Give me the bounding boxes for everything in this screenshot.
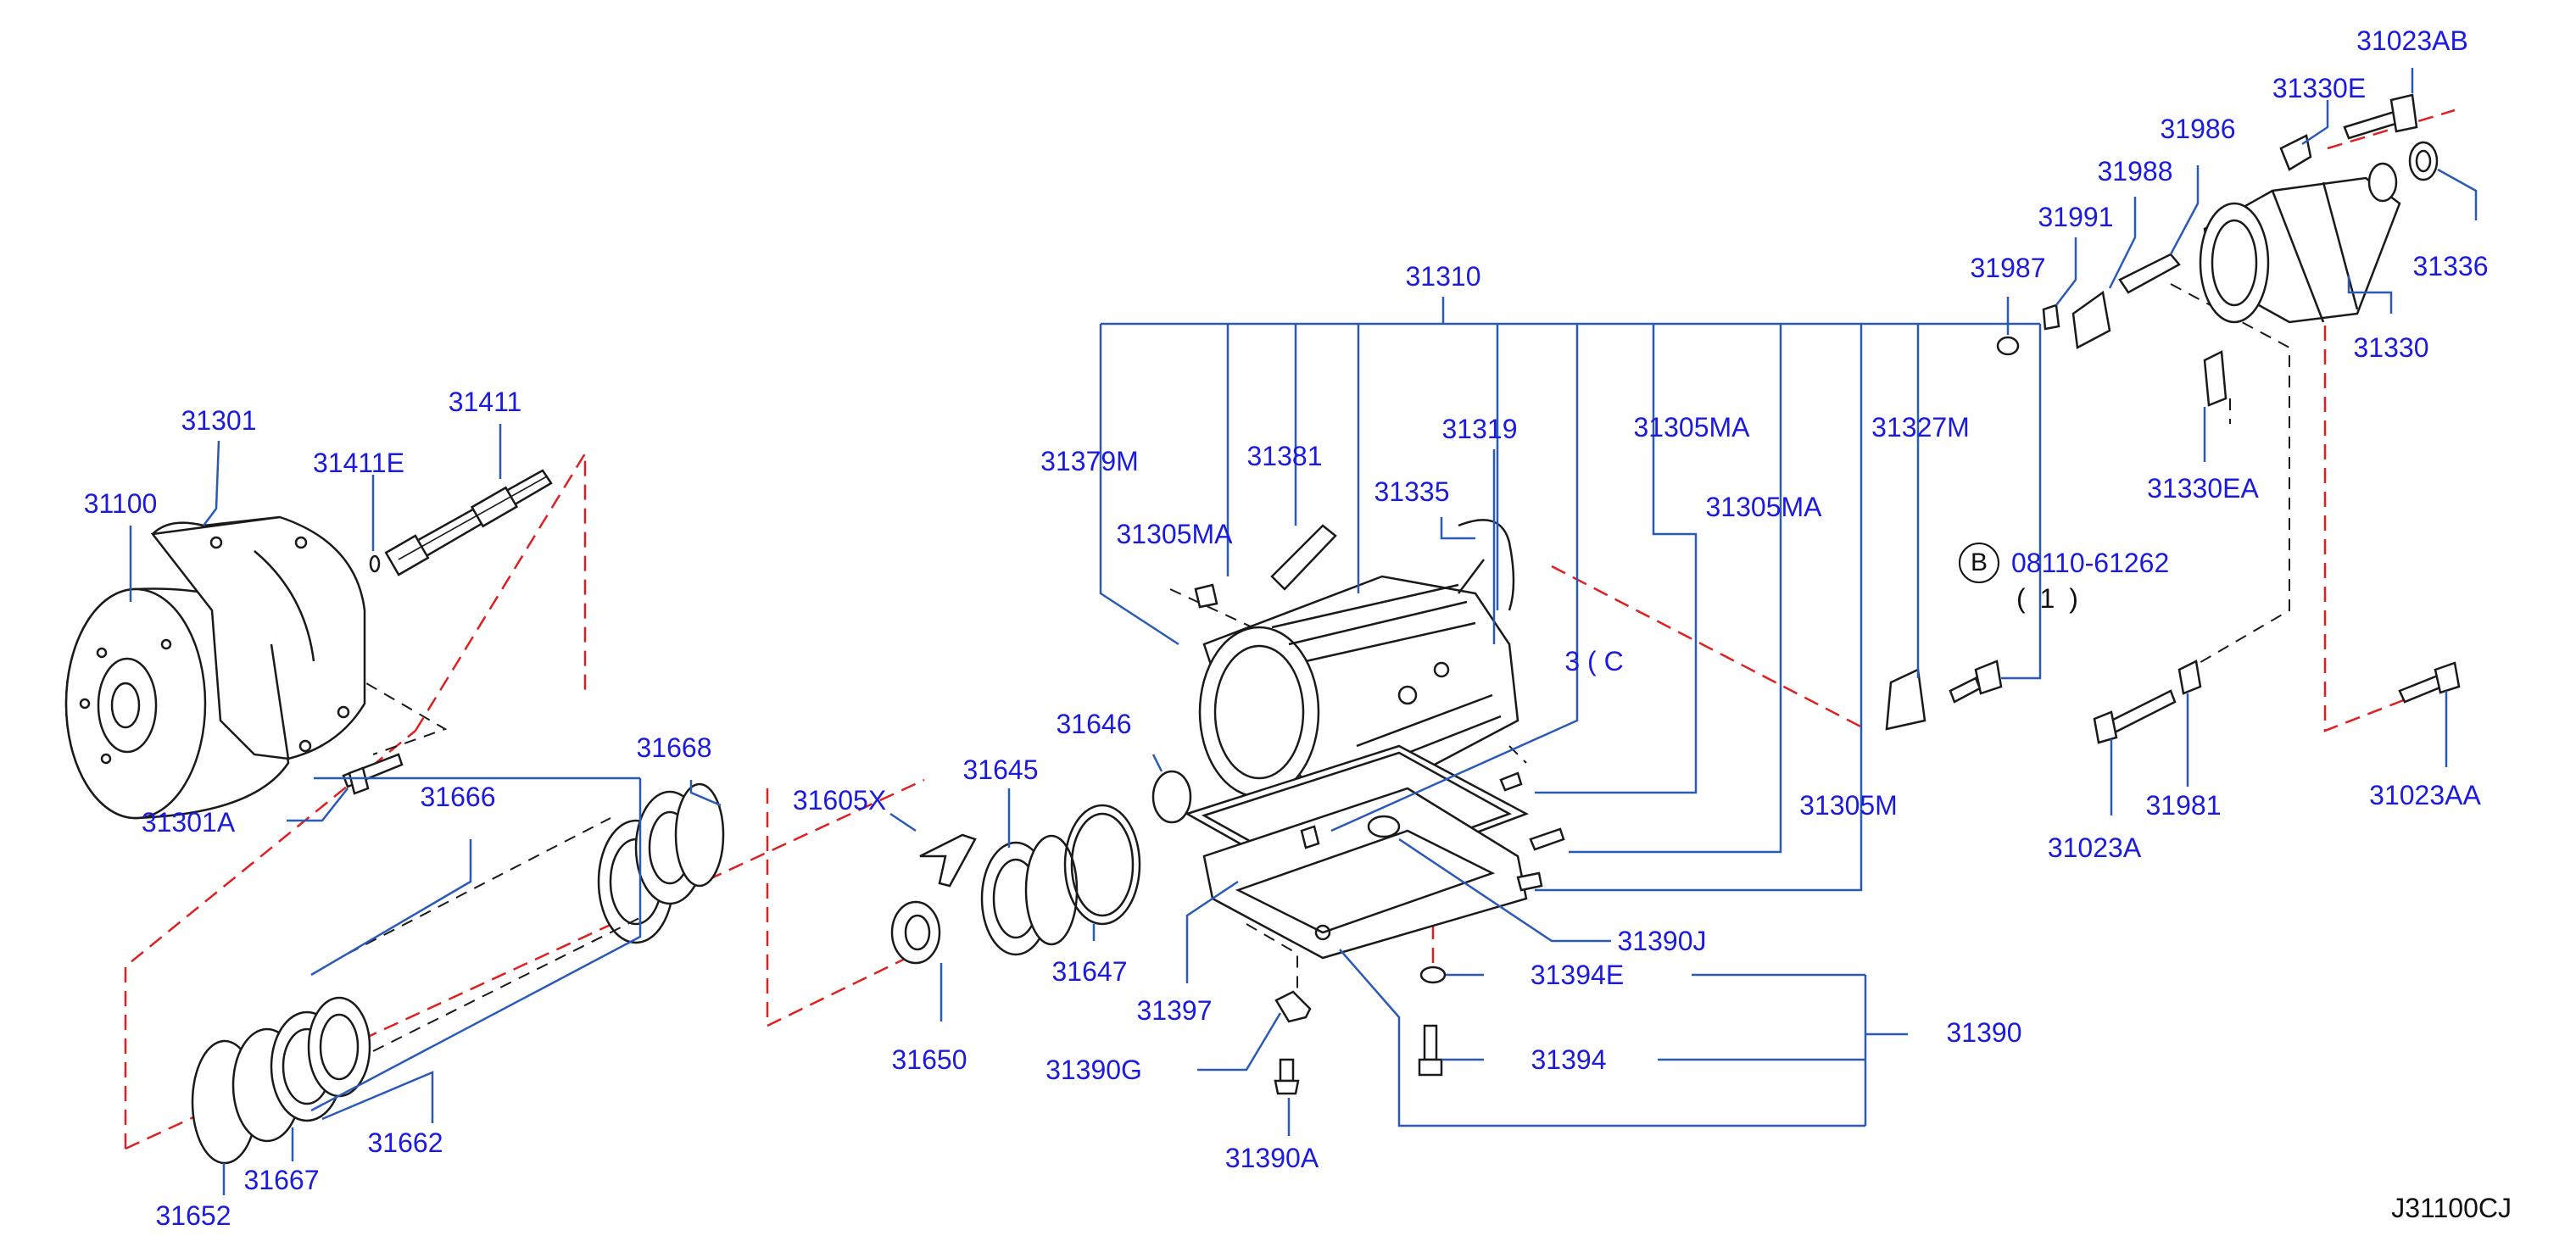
label-31390A[interactable]: 31390A (1224, 1143, 1319, 1173)
label-31981[interactable]: 31981 (2145, 790, 2222, 821)
bolt-31301A[interactable] (342, 753, 404, 795)
label-31023AB[interactable]: 31023AB (2356, 25, 2468, 56)
drain-plug-31394[interactable] (1418, 1024, 1443, 1077)
label-31390[interactable]: 31390 (1946, 1017, 2022, 1048)
label-31667[interactable]: 31667 (243, 1165, 320, 1195)
label-31335[interactable]: 31335 (1374, 476, 1450, 507)
seal-31650[interactable] (890, 900, 941, 965)
label-31301[interactable]: 31301 (181, 405, 257, 436)
hose-31381[interactable] (1270, 524, 1337, 591)
label-31330E[interactable]: 31330E (2272, 73, 2367, 103)
bracket-31981[interactable] (2177, 660, 2202, 695)
bolt-31023A[interactable] (2093, 689, 2177, 744)
label-obscured: 3 ( C (1564, 646, 1624, 676)
bolt-31023AB[interactable] (2343, 93, 2418, 140)
bolt-31023AA[interactable] (2398, 661, 2461, 704)
callout-quantity: ( 1 ) (2016, 583, 2082, 614)
label-31305M[interactable]: 31305M (1799, 790, 1898, 821)
nut-31987[interactable] (1996, 336, 2020, 356)
label-31645[interactable]: 31645 (962, 754, 1039, 785)
transmission-case[interactable] (1198, 575, 1519, 803)
label-31381[interactable]: 31381 (1246, 441, 1323, 471)
label-31662[interactable]: 31662 (367, 1127, 443, 1158)
seal-31646[interactable] (1151, 770, 1192, 824)
label-31305MA-c[interactable]: 31305MA (1705, 492, 1822, 522)
bolt-pan-1[interactable] (1499, 771, 1523, 792)
label-31991[interactable]: 31991 (2038, 202, 2114, 232)
label-31987[interactable]: 31987 (1970, 253, 2046, 283)
clutch-rings-left[interactable] (191, 996, 371, 1165)
label-31336[interactable]: 31336 (2412, 251, 2489, 281)
label-31327M[interactable]: 31327M (1871, 412, 1970, 443)
label-31390G[interactable]: 31390G (1045, 1055, 1142, 1085)
label-31666[interactable]: 31666 (420, 782, 496, 812)
label-31647[interactable]: 31647 (1051, 956, 1128, 987)
bracket-31305M[interactable] (1885, 668, 1926, 731)
label-31411[interactable]: 31411 (448, 387, 522, 417)
label-31394E[interactable]: 31394E (1530, 960, 1625, 990)
bolt-08110-61262[interactable] (1949, 660, 2003, 704)
label-31394[interactable]: 31394 (1531, 1044, 1607, 1075)
label-31650[interactable]: 31650 (891, 1044, 967, 1075)
bolt-31390A[interactable] (1274, 1058, 1300, 1095)
bolt-pan-3[interactable] (1516, 871, 1543, 892)
sleeve-31986[interactable] (2118, 253, 2181, 294)
leader-lines (129, 68, 2478, 1195)
label-31397[interactable]: 31397 (1136, 995, 1213, 1026)
callout-letter: B (1959, 543, 1999, 583)
o-ring-31411E[interactable] (369, 554, 381, 573)
label-31330EA[interactable]: 31330EA (2147, 473, 2259, 504)
bracket-31605X[interactable] (919, 833, 977, 888)
label-31986[interactable]: 31986 (2160, 114, 2236, 144)
callout-b[interactable]: B 08110-61262 (1959, 543, 2169, 583)
lever-31988[interactable] (2071, 290, 2111, 349)
label-31301A[interactable]: 31301A (141, 807, 236, 838)
converter-housing[interactable] (150, 515, 366, 760)
label-31023A[interactable]: 31023A (2047, 832, 2142, 863)
clutch-axis-2 (347, 817, 611, 955)
magnet-31390J[interactable] (1367, 815, 1401, 838)
diagram-reference-code: J31100CJ (2391, 1193, 2512, 1223)
bracket-31330EA[interactable] (2203, 350, 2228, 407)
bearing-31645[interactable] (980, 834, 1079, 956)
label-31652[interactable]: 31652 (155, 1200, 231, 1231)
callout-part-number[interactable]: 08110-61262 (2011, 547, 2170, 578)
bolt-31379M[interactable] (1194, 583, 1218, 609)
clutch-rings-right[interactable] (597, 782, 725, 944)
clutch-axis (372, 915, 645, 1052)
filter-tube[interactable] (1300, 825, 1320, 849)
label-31646[interactable]: 31646 (1056, 709, 1132, 739)
label-31319[interactable]: 31319 (1441, 414, 1518, 444)
washer-31394E[interactable] (1419, 966, 1447, 984)
label-31305MA-b[interactable]: 31305MA (1116, 519, 1233, 549)
label-31390J[interactable]: 31390J (1617, 926, 1707, 956)
label-31310[interactable]: 31310 (1405, 261, 1481, 292)
rear-extension[interactable] (2199, 162, 2401, 324)
bracket-31390G[interactable] (1274, 990, 1312, 1023)
label-31100[interactable]: 31100 (83, 488, 158, 519)
label-31411E[interactable]: 31411E (313, 448, 404, 478)
label-31023AA[interactable]: 31023AA (2369, 780, 2481, 810)
label-31988[interactable]: 31988 (2097, 156, 2173, 186)
label-31379M[interactable]: 31379M (1040, 446, 1139, 476)
label-31605X[interactable]: 31605X (792, 785, 887, 815)
input-shaft[interactable] (384, 469, 553, 576)
label-31668[interactable]: 31668 (636, 732, 712, 763)
label-31330[interactable]: 31330 (2353, 332, 2429, 363)
harness-31335[interactable] (1458, 519, 1515, 611)
bushing-31336[interactable] (2408, 141, 2439, 181)
torque-converter[interactable] (64, 587, 290, 820)
bolt-pan-2[interactable] (1529, 827, 1565, 851)
ring-31647[interactable] (1063, 804, 1141, 926)
clip-31991[interactable] (2042, 303, 2060, 331)
label-31305MA-a[interactable]: 31305MA (1633, 412, 1750, 443)
